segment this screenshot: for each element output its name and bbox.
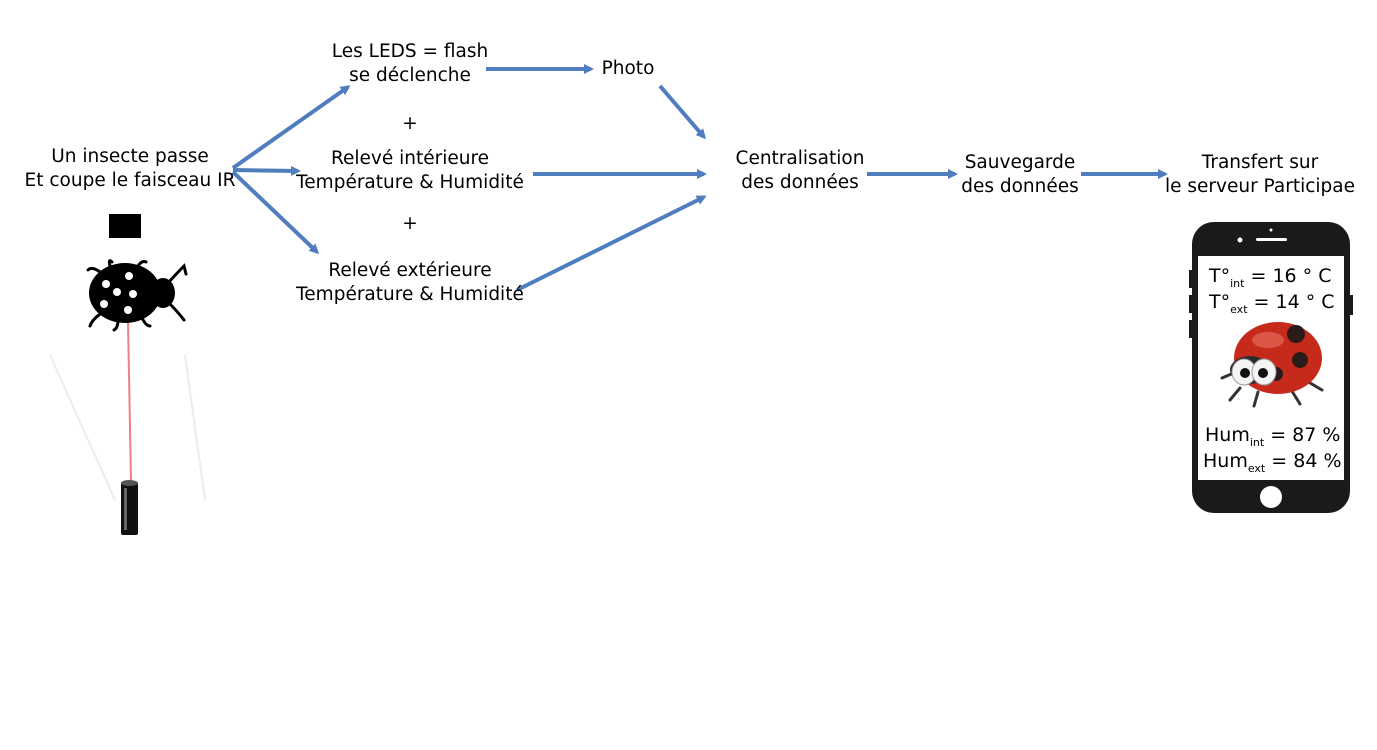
- beetle-icon: [86, 259, 188, 332]
- arrow-exterior-to-central: [516, 195, 707, 292]
- save-label: Sauvegarde des données: [961, 152, 1079, 197]
- beam-cone: [49, 354, 206, 501]
- plus-sign: +: [402, 113, 418, 134]
- phone-hum-int: Humint = 87 %: [1205, 424, 1341, 449]
- insect-label: Un insecte passe Et coupe le faisceau IR: [24, 146, 236, 191]
- arrow-insect-to-leds: [231, 85, 351, 170]
- arrow-insect-to-exterior: [231, 170, 320, 255]
- phone-hum-ext: Humext = 84 %: [1203, 450, 1342, 475]
- leds-label: Les LEDS = flash se déclenche: [331, 41, 489, 86]
- transfer-label: Transfert sur le serveur Participae: [1164, 152, 1355, 197]
- photo-label: Photo: [601, 58, 655, 79]
- phone-temp-int: T°int = 16 ° C: [1209, 265, 1332, 290]
- ir-sensor-icon: [109, 214, 141, 238]
- laser-beam: [127, 321, 132, 481]
- exterior-reading-label: Relevé extérieure Température & Humidité: [296, 260, 524, 305]
- arrow-insect-to-interior: [232, 165, 301, 176]
- interior-reading-label: Relevé intérieure Température & Humidité: [296, 148, 524, 193]
- arrow-photo-to-central: [658, 84, 706, 140]
- ladybug-icon: [1220, 322, 1324, 408]
- phone-temp-ext: T°ext = 14 ° C: [1209, 291, 1335, 316]
- plus-sign: +: [402, 213, 418, 234]
- centralisation-label: Centralisation des données: [735, 148, 865, 193]
- laser-emitter-icon: [121, 480, 138, 535]
